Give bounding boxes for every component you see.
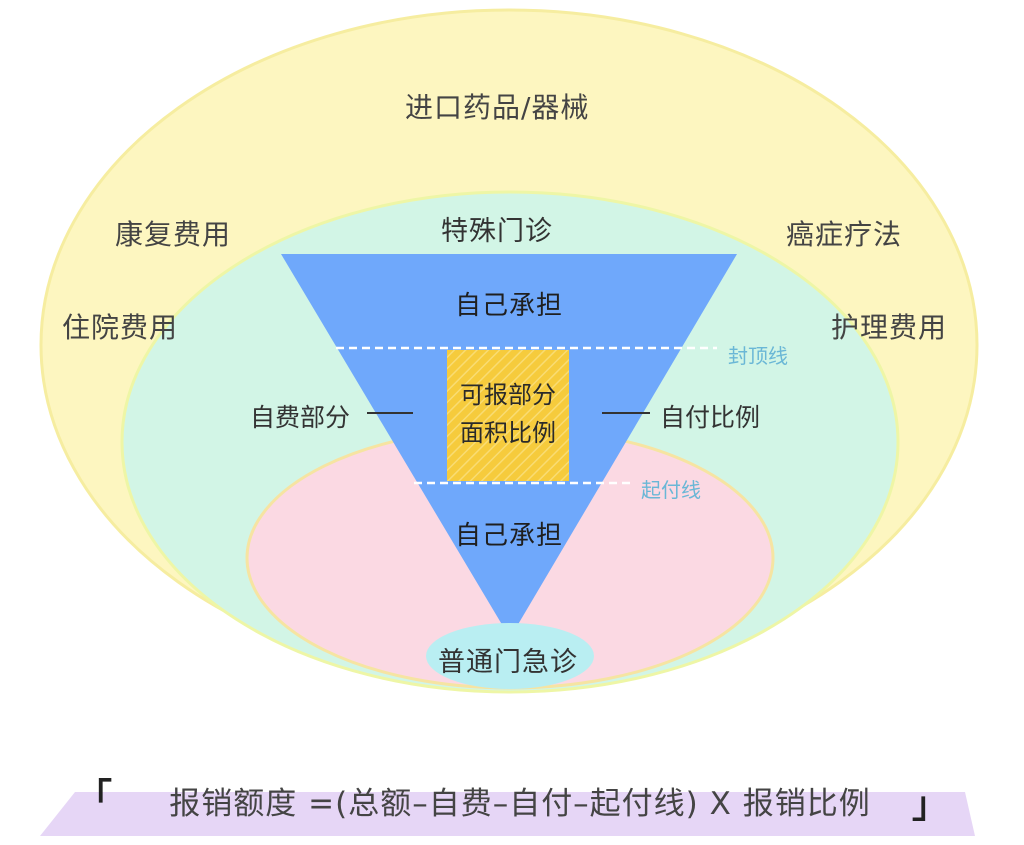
self-funded-label: 自费部分: [250, 403, 351, 432]
formula-close-bracket: 」: [912, 785, 949, 826]
copay-ratio-label: 自付比例: [660, 403, 761, 432]
deductible-line-label: 起付线: [641, 478, 701, 502]
reimbursable-area: [447, 350, 569, 481]
special-outpatient-label: 特殊门诊: [441, 216, 553, 247]
formula-open-bracket: 「: [76, 777, 113, 818]
formula-text: 报销额度 =(总额–自费–自付–起付线) X 报销比例: [169, 785, 871, 822]
imported-drugs-label: 进口药品/器械: [405, 91, 590, 124]
reimbursable-line1: 可报部分: [460, 381, 556, 409]
inpatient-fee-label: 住院费用: [62, 311, 179, 344]
nursing-fee-label: 护理费用: [831, 311, 948, 344]
reimbursable-text: 可报部分 面积比例: [447, 376, 569, 452]
self-pay-top-label: 自己承担: [455, 291, 564, 321]
emergency-outpatient-ellipse: [426, 623, 594, 689]
self-pay-bottom-label: 自己承担: [455, 521, 564, 551]
formula-band: [40, 792, 975, 836]
general-emergency-label: 普通门急诊: [438, 647, 578, 678]
reimbursable-line2: 面积比例: [460, 419, 556, 447]
cap-line-label: 封顶线: [728, 344, 788, 368]
cancer-therapy-label: 癌症疗法: [786, 218, 903, 251]
rehab-fee-label: 康复费用: [115, 218, 232, 251]
